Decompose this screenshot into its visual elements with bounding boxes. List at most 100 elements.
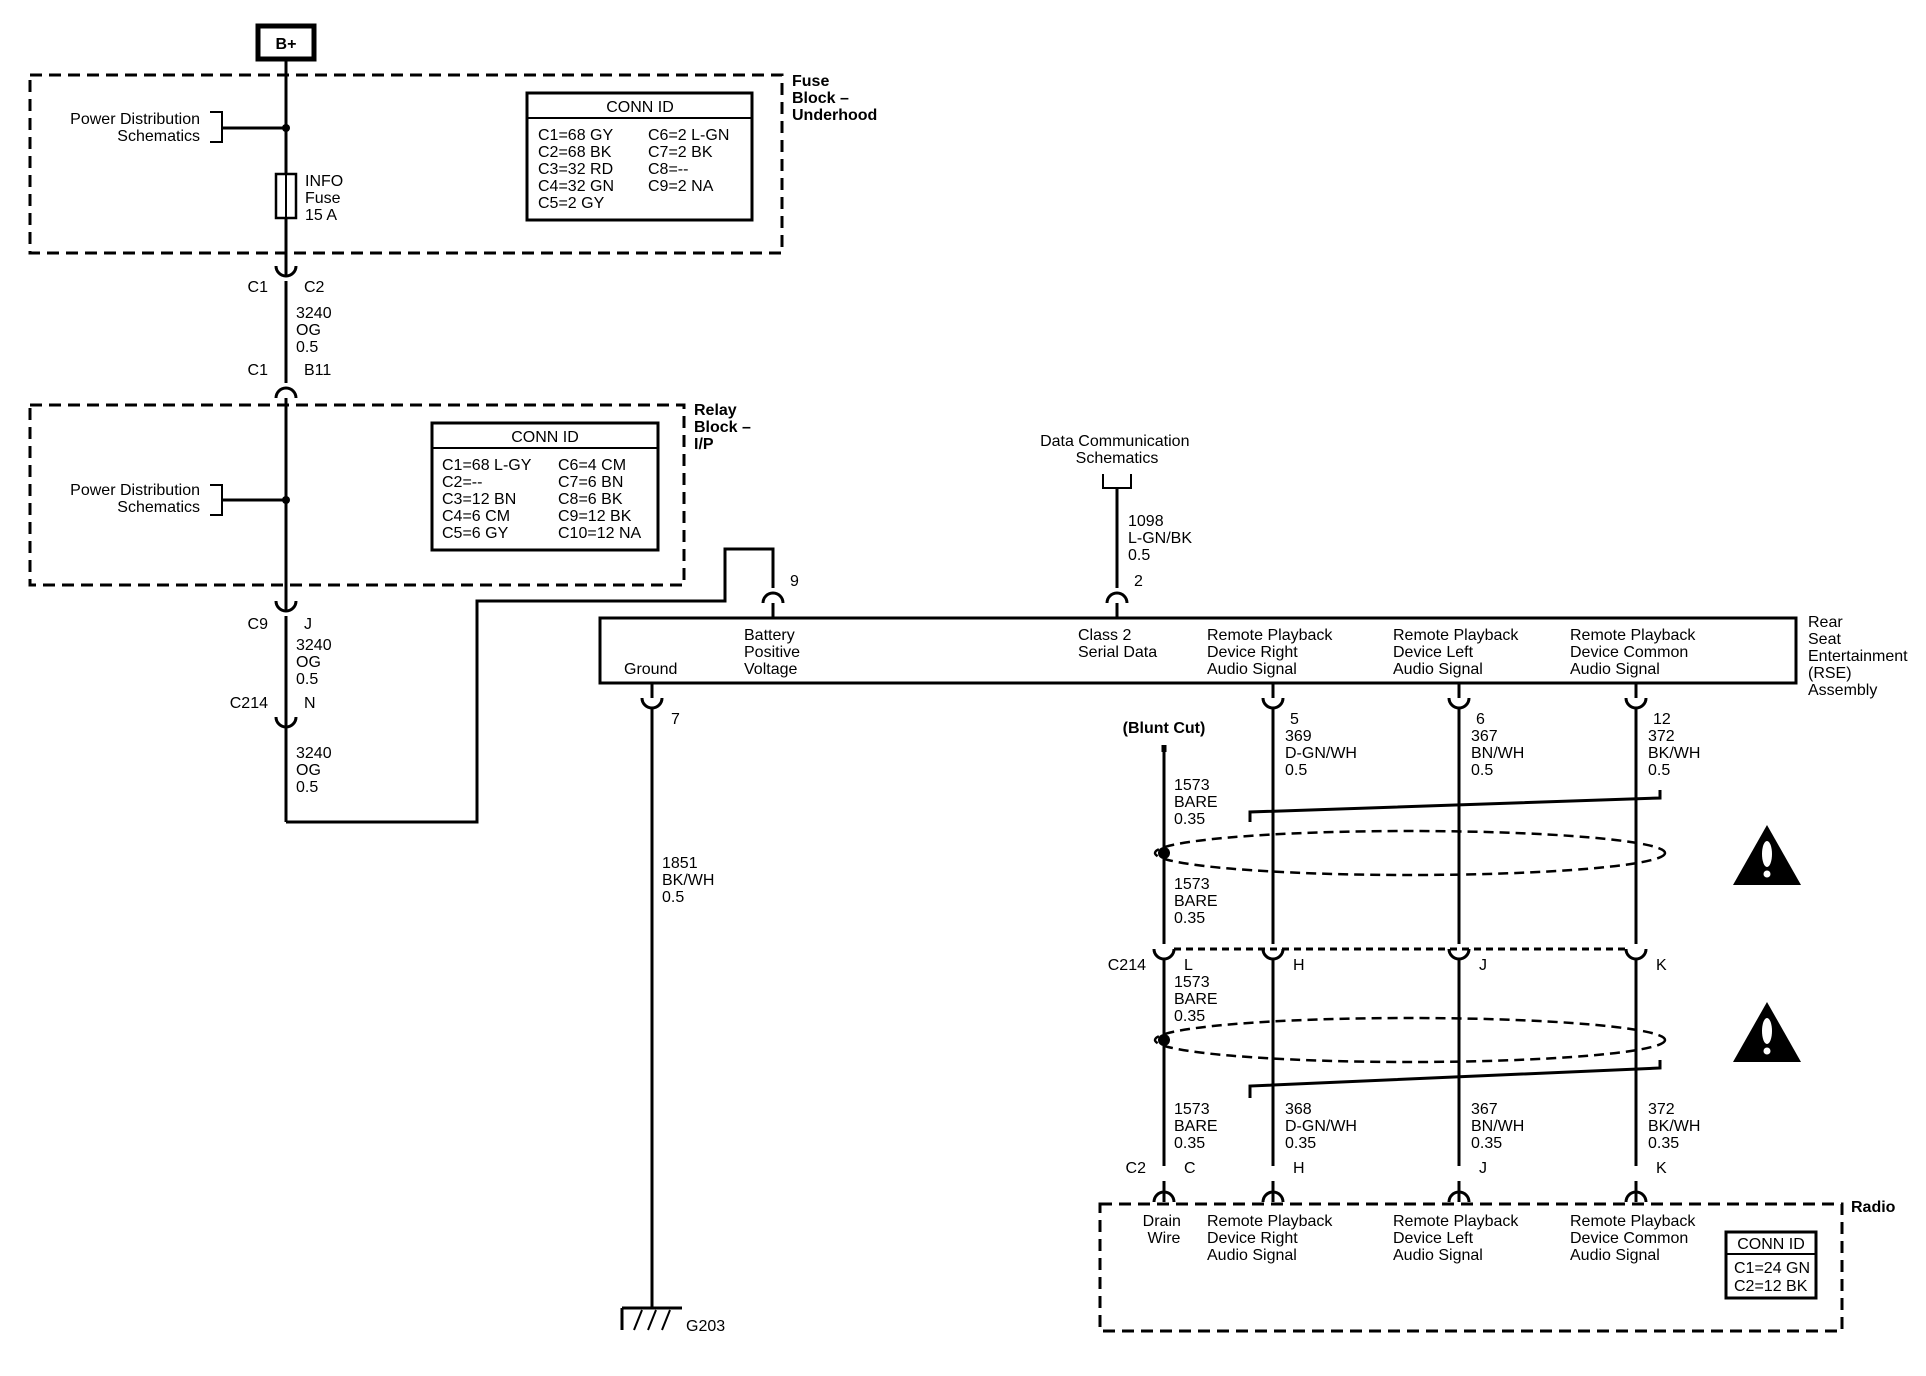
svg-text:C214: C214 [1108,957,1146,974]
blunt-cut-label: (Blunt Cut) [1123,720,1206,737]
svg-text:Remote Playback Device Com: Remote Playback Device Common Audio Sign… [1570,1213,1700,1264]
svg-text:CONN ID: CONN ID [511,429,579,446]
svg-text:C3=12 BN: C3=12 BN [442,491,516,508]
relay-block-ref: Power Distribution Schematics [70,482,290,516]
svg-text:C6=2 L-GN: C6=2 L-GN [648,127,729,144]
svg-text:J: J [304,616,312,633]
radio-conn-id-table: CONN ID C1=24 GN C2=12 BK [1724,1230,1818,1300]
fuse-block-outline [28,73,784,255]
info-fuse: INFO Fuse 15 A [274,172,343,224]
svg-text:Schematics: Schematics [117,499,200,516]
wire-3240-label-c: 3240 OG 0.5 [296,745,336,796]
svg-text:G203: G203 [686,1318,725,1335]
svg-text:C2: C2 [304,279,325,296]
data-comm-ref: Data Communication Schematics [1040,433,1194,467]
svg-text:B11: B11 [304,362,331,379]
svg-text:H: H [1293,1160,1305,1177]
wire-1573-label-c: 1573 BARE 0.35 [1174,974,1222,1025]
svg-text:C2=--: C2=-- [442,474,482,491]
svg-text:C2=12 BK: C2=12 BK [1734,1278,1808,1295]
rse-assembly-box [598,616,1798,685]
svg-text:Drain Wire: Drain Wire [1143,1213,1186,1247]
svg-text:C9: C9 [248,616,269,633]
wire-3240-label-b: 3240 OG 0.5 [296,637,336,688]
svg-text:C4=32 GN: C4=32 GN [538,178,614,195]
svg-text:C214: C214 [230,695,268,712]
conn-relay-top [274,386,298,399]
svg-text:Remote Playback Device Rig: Remote Playback Device Right Audio Signa… [1207,627,1337,678]
wire-1573-label-b: 1573 BARE 0.35 [1174,876,1222,927]
svg-text:2: 2 [1134,573,1143,590]
ground-symbol: G203 [620,1306,725,1335]
svg-text:9: 9 [790,573,799,590]
svg-text:Schematics: Schematics [117,128,200,145]
wire-3240-label-a: 3240 OG 0.5 [296,305,336,356]
wire-1573-drain [1158,752,1170,1202]
battery-terminal: B+ [255,23,317,62]
twist-bottom [1248,1060,1662,1098]
svg-text:CONN ID: CONN ID [1737,1236,1805,1253]
wire-369-label: 369 D-GN/WH 0.5 [1285,728,1361,779]
svg-text:C1: C1 [248,362,269,379]
svg-text:K: K [1656,957,1667,974]
svg-text:Power Distribution: Power Distribution [70,111,200,128]
svg-text:C2: C2 [1126,1160,1147,1177]
relay-block-conn-id-table: CONN ID C1=68 L-GY C2=-- C3=12 BN C4=6 C… [430,421,660,552]
svg-text:7: 7 [671,711,680,728]
shield-top [1153,829,1667,877]
svg-text:Battery Positive Volta: Battery Positive Voltage [744,627,804,678]
svg-text:C1: C1 [248,279,269,296]
wire-367-label-b: 367 BN/WH 0.35 [1471,1101,1529,1152]
svg-text:12: 12 [1653,711,1671,728]
wire-3240 [284,59,775,824]
warning-triangle-icon [1733,1002,1801,1062]
svg-text:INFO: INFO [305,173,343,190]
fuse-block-name: Fuse Block – Underhood [792,73,877,124]
conn-c2: C2 C H J K [1126,1160,1667,1203]
svg-text:C8=6 BK: C8=6 BK [558,491,623,508]
shield-bottom [1153,1016,1667,1064]
wire-1098-label: 1098 L-GN/BK 0.5 [1128,513,1196,564]
wire-1573-label-a: 1573 BARE 0.35 [1174,777,1222,828]
svg-text:C7=2 BK: C7=2 BK [648,144,713,161]
fuse-block-conn-id-table: CONN ID C1=68 GY C2=68 BK C3=32 RD C4=32… [525,91,754,222]
wire-372-label-a: 372 BK/WH 0.5 [1648,728,1705,779]
svg-text:Remote Playback Device Rig: Remote Playback Device Right Audio Signa… [1207,1213,1337,1264]
svg-text:H: H [1293,957,1305,974]
svg-text:C8=--: C8=-- [648,161,688,178]
svg-text:C1=68 GY: C1=68 GY [538,127,613,144]
svg-text:J: J [1479,957,1487,974]
svg-text:Fuse: Fuse [305,190,341,207]
svg-text:C9=2 NA: C9=2 NA [648,178,714,195]
svg-text:C10=12 NA: C10=12 NA [558,525,641,542]
svg-text:CONN ID: CONN ID [606,99,674,116]
svg-text:C3=32 RD: C3=32 RD [538,161,613,178]
wire-367-label-a: 367 BN/WH 0.5 [1471,728,1529,779]
svg-text:L: L [1184,957,1193,974]
svg-text:N: N [304,695,316,712]
svg-text:C1=24 GN: C1=24 GN [1734,1260,1810,1277]
svg-text:K: K [1656,1160,1667,1177]
wire-1573-label-d: 1573 BARE 0.35 [1174,1101,1222,1152]
svg-text:C4=6 CM: C4=6 CM [442,508,510,525]
wire-368-label: 368 D-GN/WH 0.35 [1285,1101,1361,1152]
wire-1851-label: 1851 BK/WH 0.5 [662,855,719,906]
svg-text:J: J [1479,1160,1487,1177]
battery-label: B+ [276,36,297,53]
twist-top [1248,790,1662,822]
svg-text:C2=68 BK: C2=68 BK [538,144,612,161]
svg-text:Ground: Ground [624,661,677,678]
svg-text:C9=12 BK: C9=12 BK [558,508,632,525]
svg-text:C: C [1184,1160,1196,1177]
svg-text:Class 2 Serial Data: Class 2 Serial Data [1078,627,1157,661]
svg-text:C5=2 GY: C5=2 GY [538,195,605,212]
warning-triangle-icon [1733,825,1801,885]
wire-372-label-b: 372 BK/WH 0.35 [1648,1101,1705,1152]
svg-text:C6=4 CM: C6=4 CM [558,457,626,474]
radio-outline [1098,1202,1844,1333]
fuse-block-ref: Power Distribution Schematics [70,111,290,145]
svg-text:5: 5 [1290,711,1299,728]
svg-text:Remote Playback Device Com: Remote Playback Device Common Audio Sign… [1570,627,1700,678]
svg-text:Remote Playback Device Lef: Remote Playback Device Left Audio Signal [1393,627,1523,678]
